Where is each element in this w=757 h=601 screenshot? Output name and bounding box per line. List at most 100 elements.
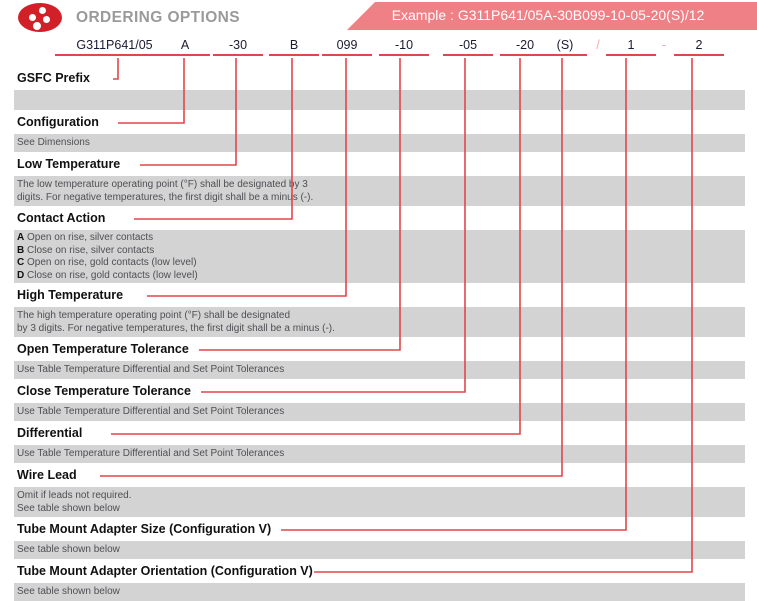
row-title: Wire Lead: [17, 468, 77, 482]
row-content: Contact Action: [0, 206, 757, 230]
row-content: Configuration: [0, 110, 757, 134]
code-segment-underline: [322, 54, 372, 56]
row-wire-lead: Wire Lead: [0, 463, 757, 487]
description-line: Use Table Temperature Differential and S…: [17, 364, 285, 375]
description-line: Omit if leads not required.: [17, 490, 132, 501]
code-segment-underline: [269, 54, 319, 56]
option-item: A Open on rise, silver contacts: [17, 232, 757, 245]
row-content: See table shown below: [0, 541, 757, 557]
row-content: Tube Mount Adapter Size (Configuration V…: [0, 517, 757, 541]
option-key: B: [17, 244, 25, 256]
option-text: Open on rise, gold contacts (low level): [27, 257, 197, 268]
option-item: C Open on rise, gold contacts (low level…: [17, 257, 757, 270]
code-segment-underline: [213, 54, 263, 56]
page-title: ORDERING OPTIONS: [76, 9, 240, 26]
code-segment-label: /: [596, 38, 600, 52]
description-line: The high temperature operating point (°F…: [17, 310, 291, 321]
row-content: GSFC Prefix: [0, 66, 757, 90]
option-item: B Close on rise, silver contacts: [17, 245, 757, 258]
row-tube-mount-adapter-orientation-desc: See table shown below: [0, 583, 757, 601]
row-title: GSFC Prefix: [17, 71, 90, 85]
row-content: Use Table Temperature Differential and S…: [0, 445, 757, 461]
row-description: Use Table Temperature Differential and S…: [17, 403, 757, 419]
row-content: Use Table Temperature Differential and S…: [0, 361, 757, 377]
code-segment-label: (S): [556, 38, 574, 52]
description-line: digits. For negative temperatures, the f…: [17, 191, 314, 203]
description-line: See table shown below: [17, 586, 120, 597]
description-line: by 3 digits. For negative temperatures, …: [17, 322, 335, 334]
logo-dot: [39, 7, 46, 14]
row-high-temperature: High Temperature: [0, 283, 757, 307]
code-segment-label: -10: [394, 38, 414, 52]
code-segment-4: 099: [322, 38, 372, 56]
row-content: The low temperature operating point (°F)…: [0, 176, 757, 204]
example-banner: Example : G311P641/05A-30B099-10-05-20(S…: [347, 2, 757, 30]
row-open-temperature-tolerance: Open Temperature Tolerance: [0, 337, 757, 361]
code-segment-underline: [652, 54, 676, 56]
option-text: Close on rise, gold contacts (low level): [27, 269, 198, 281]
row-tube-mount-adapter-size: Tube Mount Adapter Size (Configuration V…: [0, 517, 757, 541]
row-title: Low Temperature: [17, 157, 121, 171]
row-content: See table shown below: [0, 583, 757, 599]
row-high-temperature-desc: The high temperature operating point (°F…: [0, 307, 757, 337]
row-gsfc-blank: [0, 90, 757, 110]
code-segment-underline: [55, 54, 174, 56]
code-segment-underline: [606, 54, 656, 56]
code-segment-8: (S): [543, 38, 587, 56]
row-description: Use Table Temperature Differential and S…: [17, 361, 757, 377]
description-line: See table shown below: [17, 544, 120, 555]
row-tube-mount-adapter-orientation: Tube Mount Adapter Orientation (Configur…: [0, 559, 757, 583]
code-segment-underline: [543, 54, 587, 56]
row-content: Open Temperature Tolerance: [0, 337, 757, 361]
option-text: Close on rise, silver contacts: [27, 244, 155, 256]
row-contact-action: Contact Action: [0, 206, 757, 230]
row-content: Wire Lead: [0, 463, 757, 487]
row-content: Low Temperature: [0, 152, 757, 176]
description-line: Use Table Temperature Differential and S…: [17, 406, 285, 417]
row-description: The high temperature operating point (°F…: [17, 307, 757, 335]
row-content: Tube Mount Adapter Orientation (Configur…: [0, 559, 757, 583]
row-close-temperature-tolerance-desc: Use Table Temperature Differential and S…: [0, 403, 757, 421]
row-wire-lead-desc: Omit if leads not required.See table sho…: [0, 487, 757, 517]
code-segment-9: /: [583, 38, 613, 56]
row-content: Omit if leads not required.See table sho…: [0, 487, 757, 515]
row-description: See table shown below: [17, 541, 757, 557]
row-differential: Differential: [0, 421, 757, 445]
logo-dot: [33, 22, 41, 30]
row-description: The low temperature operating point (°F)…: [17, 176, 757, 204]
description-line: Use Table Temperature Differential and S…: [17, 448, 285, 459]
row-description: See table shown below: [17, 583, 757, 599]
code-segment-6: -05: [443, 38, 493, 56]
code-segment-0: G311P641/05: [55, 38, 174, 56]
row-content: High Temperature: [0, 283, 757, 307]
code-segment-label: -: [661, 38, 667, 52]
row-title: High Temperature: [17, 288, 124, 302]
row-differential-desc: Use Table Temperature Differential and S…: [0, 445, 757, 463]
row-description: Omit if leads not required.See table sho…: [17, 487, 757, 515]
row-title: Tube Mount Adapter Orientation (Configur…: [17, 564, 313, 578]
company-dots-logo-icon: [18, 3, 62, 32]
code-segment-label: 099: [336, 38, 358, 52]
code-segment-label: -05: [458, 38, 478, 52]
row-content: See Dimensions: [0, 134, 757, 150]
code-segment-underline: [443, 54, 493, 56]
row-close-temperature-tolerance: Close Temperature Tolerance: [0, 379, 757, 403]
row-configuration-desc: See Dimensions: [0, 134, 757, 152]
row-title: Differential: [17, 426, 83, 440]
code-segment-label: -30: [228, 38, 248, 52]
logo-dot: [43, 16, 50, 23]
row-low-temperature: Low Temperature: [0, 152, 757, 176]
option-key: D: [17, 269, 25, 281]
code-segment-10: 1: [606, 38, 656, 56]
code-segment-3: B: [269, 38, 319, 56]
row-title: Open Temperature Tolerance: [17, 342, 189, 356]
code-segment-label: G311P641/05: [76, 38, 153, 52]
row-content: Close Temperature Tolerance: [0, 379, 757, 403]
option-key: C: [17, 257, 25, 268]
code-segment-5: -10: [379, 38, 429, 56]
row-low-temperature-desc: The low temperature operating point (°F)…: [0, 176, 757, 206]
